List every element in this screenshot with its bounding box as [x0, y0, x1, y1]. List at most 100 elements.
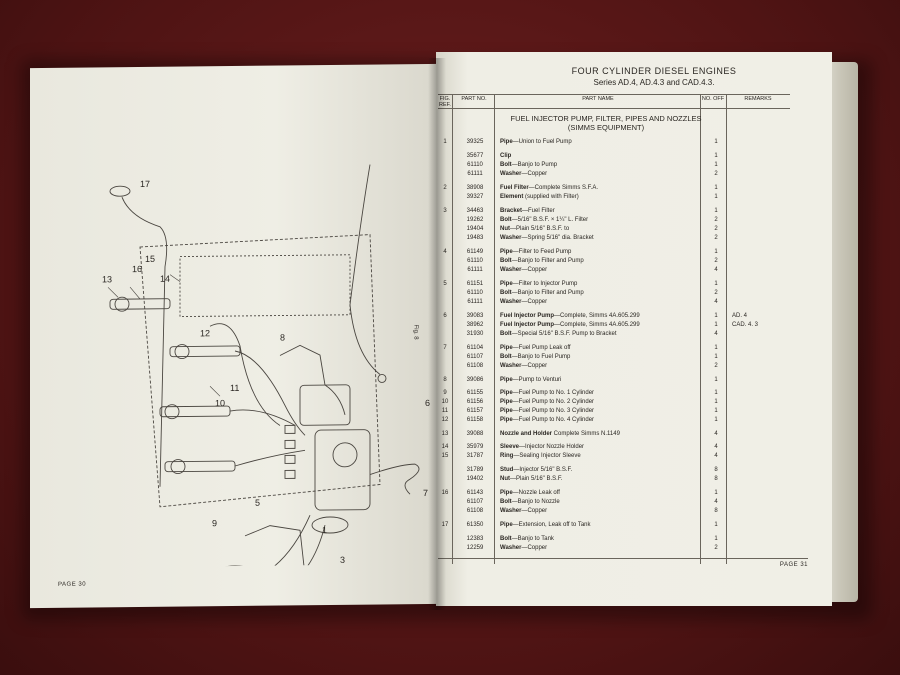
callout-14: 14 [160, 274, 170, 284]
row-qty: 1 [714, 417, 718, 423]
col-header-ref: FIG. REF. [438, 96, 452, 108]
row-qty: 1 [714, 185, 718, 191]
section-subtitle: (SIMMS EQUIPMENT) [567, 123, 645, 132]
section-title: FUEL INJECTOR PUMP, FILTER, PIPES AND NO… [510, 114, 702, 123]
row-part-name-detail: —Sealing Injector Sleeve [513, 453, 581, 459]
row-part-name-bold: Washer [500, 299, 522, 305]
row-part-name-detail: —Copper [521, 508, 548, 514]
row-part-name-detail: —Plain 5/16" B.S.F. to [510, 226, 570, 232]
row-part-no: 61111 [467, 267, 483, 273]
page-title: FOUR CYLINDER DIESEL ENGINES [571, 66, 737, 76]
row-part-no: 12383 [466, 536, 484, 542]
row-part-name-detail: —Complete Simms S.F.A. [528, 185, 599, 191]
row-part-no: 61350 [466, 522, 484, 528]
row-part-no: 19262 [466, 217, 484, 223]
callout-10: 10 [215, 398, 225, 408]
row-part-name: Washer—Copper [500, 170, 718, 178]
row-qty: 1 [714, 153, 718, 159]
row-part-name: Pipe—Filter to Injector Pump [500, 280, 718, 288]
row-fig-ref: 15 [440, 452, 450, 460]
row-qty: 2 [714, 171, 718, 177]
row-part-name-detail: —Copper [521, 267, 548, 273]
row-part-name-detail: —Fuel Filter [522, 208, 555, 214]
row-part-no: 38908 [466, 185, 484, 191]
row-part-name: Washer—Copper [500, 266, 718, 274]
row-part-no: 39327 [466, 194, 484, 200]
row-part-no: 61108 [466, 508, 484, 514]
row-part-name-detail: —Union to Fuel Pump [512, 139, 572, 145]
row-part-no: 39086 [466, 377, 484, 383]
row-part-name-bold: Washer [500, 363, 522, 369]
row-part-name: Fuel Injector Pump—Complete, Simms 4A.60… [500, 312, 718, 320]
callout-13: 13 [102, 274, 112, 284]
row-fig-ref: 14 [440, 443, 450, 451]
row-part-name: Nut—Plain 5/16" B.S.F. to [500, 225, 718, 233]
row-qty: 4 [714, 331, 718, 337]
row-part-name: Bolt—Banjo to Pump [500, 161, 718, 169]
row-part-name-bold: Pipe [500, 281, 513, 287]
row-qty: 1 [714, 377, 718, 383]
row-part-name-detail: —Fuel Pump to No. 1 Cylinder [512, 390, 595, 396]
row-part-name-detail: —Fuel Pump to No. 3 Cylinder [512, 408, 595, 414]
row-part-name: Bolt—5/16" B.S.F. × 1¼" L. Filter [500, 216, 718, 224]
row-part-name: Clip [500, 152, 718, 160]
col-header-qty: NO. OFF [701, 96, 725, 102]
row-fig-ref: 4 [440, 248, 450, 256]
row-fig-ref: 11 [440, 407, 450, 415]
row-part-name-bold: Bracket [500, 208, 523, 214]
row-part-name-bold: Nut [500, 476, 510, 482]
row-part-name-bold: Fuel Filter [500, 185, 529, 191]
row-part-name: Bolt—Banjo to Fuel Pump [500, 353, 718, 361]
row-fig-ref: 17 [440, 521, 450, 529]
row-part-name-bold: Pipe [500, 399, 513, 405]
row-part-no: 38962 [466, 322, 484, 328]
row-qty: 2 [714, 217, 718, 223]
row-part-no: 61107 [466, 354, 484, 360]
row-part-no: 31787 [466, 453, 484, 459]
row-part-no: 34463 [466, 208, 484, 214]
row-part-no: 31930 [466, 331, 484, 337]
row-part-name: Bolt—Banjo to Filter and Pump [500, 257, 718, 265]
row-part-name-bold: Bolt [500, 331, 512, 337]
row-qty: 2 [714, 363, 718, 369]
callout-15: 15 [145, 254, 155, 264]
col-divider-partno [494, 94, 495, 564]
row-part-name: Fuel Filter—Complete Simms S.F.A. [500, 184, 718, 192]
row-part-no: 61156 [466, 399, 484, 405]
row-part-name: Bolt—Banjo to Tank [500, 535, 718, 543]
row-qty: 1 [714, 194, 718, 200]
row-qty: 2 [714, 545, 718, 551]
row-part-name-detail: —Injector 5/16" B.S.F. [513, 467, 573, 473]
row-part-name: Stud—Injector 5/16" B.S.F. [500, 466, 718, 474]
row-part-name-detail: —Copper [521, 363, 548, 369]
row-part-name: Bracket—Fuel Filter [500, 207, 718, 215]
callout-16: 16 [132, 264, 142, 274]
row-part-name-bold: Bolt [500, 162, 512, 168]
row-qty: 1 [714, 354, 718, 360]
row-part-name: Nut—Plain 5/16" B.S.F. [500, 475, 718, 483]
row-part-name-bold: Ring [500, 453, 514, 459]
row-fig-ref: 1 [440, 138, 450, 146]
row-part-no: 61107 [466, 499, 484, 505]
row-part-name-bold: Pipe [500, 390, 513, 396]
row-part-name: Nozzle and Holder Complete Simms N.1149 [500, 430, 718, 438]
row-fig-ref: 6 [440, 312, 450, 320]
row-part-name-bold: Washer [500, 508, 522, 514]
row-part-no: 61104 [466, 345, 484, 351]
row-part-name-detail: —Filter to Injector Pump [512, 281, 578, 287]
row-part-name-bold: Element [500, 194, 524, 200]
row-part-name: Pipe—Filter to Feed Pump [500, 248, 718, 256]
book-gutter [428, 58, 446, 610]
row-part-name-bold: Sleeve [500, 444, 520, 450]
